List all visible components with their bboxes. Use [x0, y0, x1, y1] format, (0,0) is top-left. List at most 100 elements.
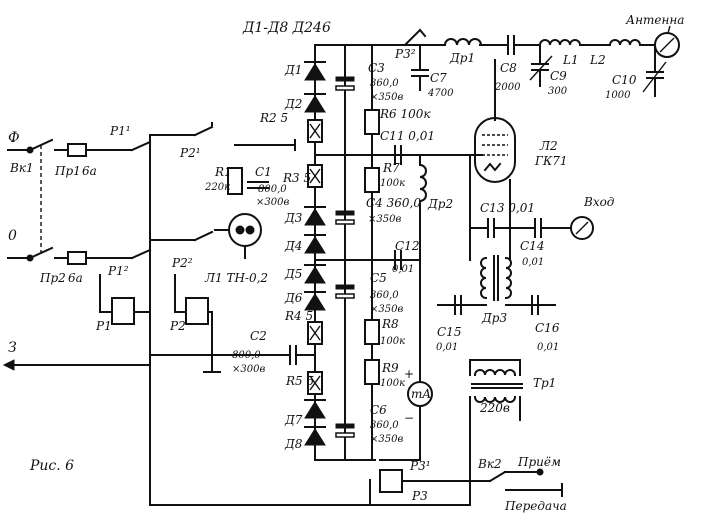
capacitor-c9: C9 300	[529, 44, 568, 97]
relays-p1-p2: Р1¹ Р1² Р2² Р2¹ Р1 Р2	[95, 122, 221, 373]
svg-text:C6: C6	[370, 403, 387, 417]
svg-text:Д6: Д6	[284, 291, 303, 305]
svg-text:R1: R1	[214, 165, 232, 179]
svg-text:Р1¹: Р1¹	[109, 124, 131, 138]
svg-text:Д2: Д2	[284, 97, 302, 111]
svg-text:Д7: Д7	[284, 413, 303, 427]
svg-text:Д5: Д5	[284, 267, 302, 281]
svg-text:360,0: 360,0	[370, 420, 399, 431]
svg-text:C15: C15	[437, 325, 461, 339]
svg-text:C11 0,01: C11 0,01	[380, 129, 435, 143]
svg-text:C9: C9	[550, 69, 567, 83]
svg-text:R8: R8	[381, 317, 399, 331]
svg-text:Др2: Др2	[427, 197, 453, 211]
svg-text:Пр1: Пр1	[54, 164, 81, 178]
capacitor-c12: C12 0,01	[392, 239, 419, 275]
svg-text:C3: C3	[368, 61, 385, 75]
svg-text:C16: C16	[535, 321, 560, 335]
svg-text:ГК71: ГК71	[534, 154, 568, 168]
svg-text:100к: 100к	[380, 178, 405, 189]
resistor-r8: R8 100к	[364, 317, 405, 347]
svg-text:Р3: Р3	[411, 489, 428, 503]
svg-text:Д4: Д4	[284, 239, 302, 253]
capacitor-c10: C10 1000	[605, 44, 667, 101]
input-network: C13 0,01 C14 0,01 Вход	[469, 154, 615, 268]
svg-text:220к: 220к	[204, 182, 230, 193]
choke-dr1: Др1	[443, 38, 483, 65]
svg-text:C2: C2	[250, 329, 267, 343]
svg-text:R5 5: R5 5	[285, 374, 314, 388]
svg-text:Л2: Л2	[539, 139, 558, 153]
svg-text:Вк2: Вк2	[477, 457, 502, 471]
svg-text:C1: C1	[255, 165, 272, 179]
svg-text:З: З	[8, 340, 17, 356]
svg-text:Д8: Д8	[284, 437, 303, 451]
svg-text:Др1: Др1	[449, 51, 475, 65]
svg-text:Р2: Р2	[169, 319, 186, 333]
bottom-control: Р3¹ Р3 Вк2 Приём Передача	[149, 364, 567, 513]
svg-text:C5: C5	[370, 271, 387, 285]
svg-text:0,01: 0,01	[436, 342, 458, 353]
svg-text:Др3: Др3	[481, 311, 507, 325]
svg-text:2000: 2000	[494, 82, 521, 93]
resistors-r2-r5: R2 5 R3 5 R4 5 R5 5	[259, 111, 323, 395]
svg-text:800,0: 800,0	[232, 350, 261, 361]
svg-text:Д1: Д1	[284, 63, 302, 77]
neon-indicator: R1 220к C1 800,0 ×300в Л1 ТН-0,2	[204, 139, 296, 285]
svg-text:0,01: 0,01	[537, 342, 559, 353]
capacitor-c11: C11 0,01	[380, 129, 435, 165]
svg-text:R4 5: R4 5	[284, 309, 313, 323]
svg-text:6а: 6а	[82, 164, 97, 178]
capacitor-c16: C16 0,01	[505, 295, 560, 353]
choke-dr3: Др3	[480, 255, 512, 325]
svg-text:Д1-Д8 Д246: Д1-Д8 Д246	[242, 20, 331, 36]
capacitor-c2: C2 800,0 ×300в	[149, 329, 316, 375]
svg-text:R6 100к: R6 100к	[379, 107, 431, 121]
svg-text:×350в: ×350в	[370, 92, 403, 103]
svg-text:Р3¹: Р3¹	[409, 459, 431, 473]
svg-text:Р1²: Р1²	[107, 264, 129, 278]
svg-text:Р2²: Р2²	[171, 256, 193, 270]
svg-text:Вк1: Вк1	[9, 161, 34, 175]
svg-text:Р1: Р1	[95, 319, 112, 333]
svg-text:×350в: ×350в	[370, 304, 403, 315]
svg-text:0: 0	[8, 228, 17, 244]
diodes: Д1 Д2 Д3 Д4 Д5 Д6 Д7 Д8	[284, 61, 326, 451]
svg-text:Приём: Приём	[517, 455, 561, 469]
svg-text:Вход: Вход	[583, 195, 615, 209]
svg-text:Л1 ТН-0,2: Л1 ТН-0,2	[204, 271, 268, 285]
svg-text:360,0: 360,0	[370, 78, 399, 89]
svg-text:4700: 4700	[427, 88, 454, 99]
svg-text:R7: R7	[382, 161, 400, 175]
svg-text:Д3: Д3	[284, 211, 303, 225]
svg-text:L2: L2	[589, 53, 606, 67]
svg-text:C4 360,0: C4 360,0	[366, 196, 421, 210]
resistor-r6: R6 100к	[364, 107, 431, 135]
svg-text:300: 300	[548, 86, 568, 97]
svg-text:800,0: 800,0	[258, 184, 287, 195]
svg-text:×300в: ×300в	[256, 197, 289, 208]
svg-text:mA: mA	[411, 387, 431, 401]
inductor-l2: L2	[589, 39, 642, 67]
svg-text:R3 5: R3 5	[282, 171, 311, 185]
svg-text:Р2¹: Р2¹	[179, 146, 201, 160]
transformer-tr1: Тр1 220в	[469, 359, 556, 476]
svg-text:0,01: 0,01	[392, 264, 414, 275]
svg-text:×350в: ×350в	[368, 214, 401, 225]
svg-text:C7: C7	[430, 71, 447, 85]
relay-p3-contact-top: Р3²	[394, 28, 427, 61]
svg-text:Тр1: Тр1	[533, 376, 556, 390]
svg-text:100к: 100к	[380, 336, 405, 347]
svg-text:×300в: ×300в	[232, 364, 265, 375]
svg-text:6а: 6а	[68, 271, 83, 285]
capacitor-c4: C4 360,0 ×350в	[335, 196, 421, 225]
svg-text:C10: C10	[612, 73, 637, 87]
capacitor-c8: C8 2000	[494, 35, 523, 93]
svg-text:100к: 100к	[380, 378, 405, 389]
